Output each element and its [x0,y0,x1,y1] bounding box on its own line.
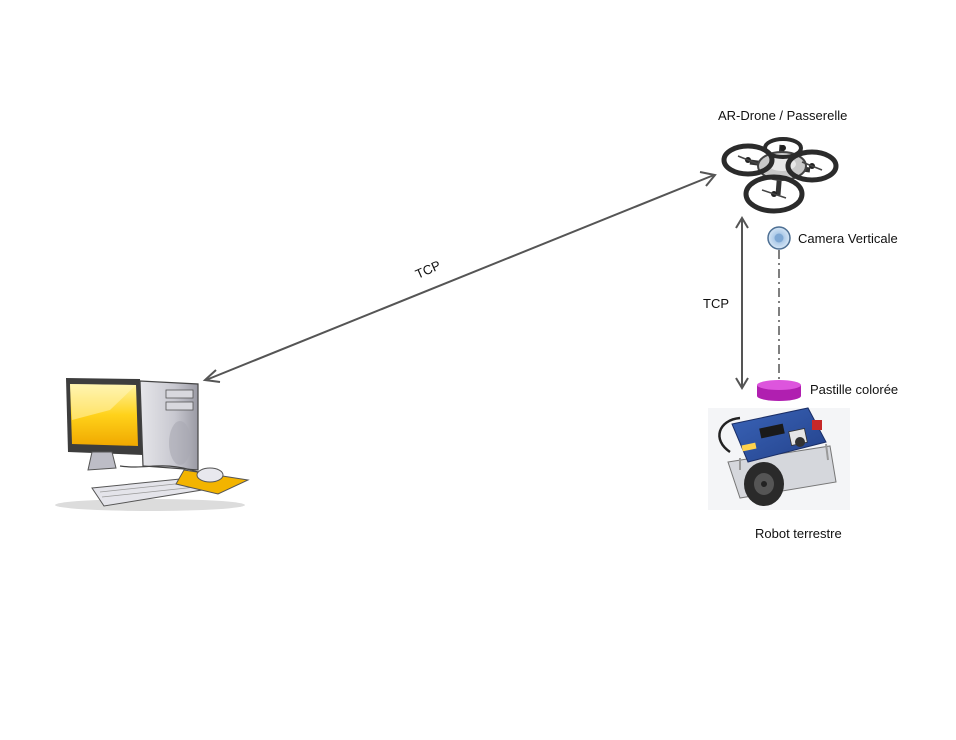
robot-label: Robot terrestre [755,526,842,541]
ground-robot-icon [708,407,850,510]
tcp-vertical-label: TCP [703,296,729,311]
tcp-vertical-arrow [735,216,749,390]
camera-lens-icon [767,226,791,250]
drone-label: AR-Drone / Passerelle [718,108,848,123]
colored-disc-icon [757,380,801,401]
desktop-computer-icon [55,378,250,511]
quadcopter-drone-icon [721,137,839,214]
tcp-diagonal-arrow [202,171,717,383]
camera-label: Camera Verticale [798,231,898,246]
pastille-label: Pastille colorée [810,382,899,397]
